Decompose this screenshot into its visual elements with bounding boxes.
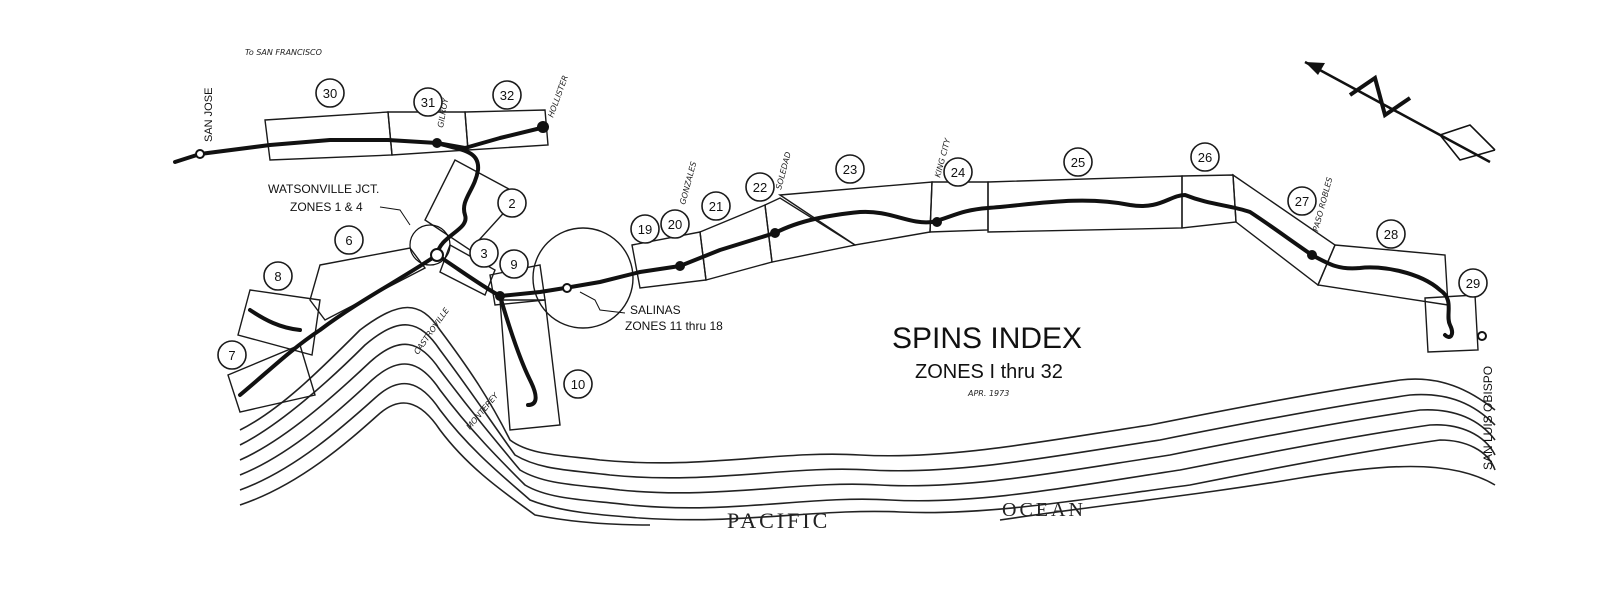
zone-box-28 [1317, 244, 1449, 306]
svg-text:26: 26 [1198, 150, 1212, 165]
zone-marker-21: 21 [701, 191, 731, 221]
svg-text:ZONES 1 & 4: ZONES 1 & 4 [290, 200, 363, 214]
zone-marker-26: 26 [1190, 142, 1220, 172]
label-castroville: CASTROVILLE [412, 305, 451, 356]
zone-marker-8: 8 [263, 261, 293, 291]
zone-box-6 [309, 247, 427, 321]
station-gonzales [675, 261, 685, 271]
zone-marker-2: 2 [497, 188, 527, 218]
map-subtitle: ZONES I thru 32 [915, 361, 1063, 383]
station-san-luis-obispo [1477, 331, 1487, 341]
zone-marker-25: 25 [1063, 147, 1093, 177]
svg-text:8: 8 [274, 269, 281, 284]
zone-marker-29: 29 [1458, 268, 1488, 298]
zone-marker-22: 22 [745, 172, 775, 202]
zone-marker-20: 20 [660, 209, 690, 239]
zone-markers: 30 31 32 2 6 8 7 3 9 10 19 20 21 22 23 2… [217, 78, 1488, 399]
map-title: SPINS INDEX [892, 322, 1082, 355]
zone-marker-9: 9 [499, 249, 529, 279]
svg-text:9: 9 [510, 257, 517, 272]
svg-text:6: 6 [345, 233, 352, 248]
svg-text:31: 31 [421, 95, 435, 110]
zone-box-10 [499, 299, 561, 431]
zone-marker-32: 32 [492, 80, 522, 110]
station-san-jose [195, 149, 205, 159]
station-watsonville-jct [430, 248, 444, 262]
north-arrow-icon: N [1304, 60, 1496, 164]
zone-box-32 [464, 109, 549, 151]
svg-text:2: 2 [508, 196, 515, 211]
svg-text:24: 24 [951, 165, 965, 180]
label-hollister: HOLLISTER [546, 74, 570, 119]
svg-text:30: 30 [323, 86, 337, 101]
svg-text:22: 22 [753, 180, 767, 195]
callout-watsonville: WATSONVILLE JCT. ZONES 1 & 4 [268, 182, 451, 266]
zone-marker-30: 30 [315, 78, 345, 108]
map-date: APR. 1973 [967, 389, 1009, 398]
zone-marker-23: 23 [835, 154, 865, 184]
label-san-luis-obispo: SAN LUIS OBISPO [1481, 366, 1495, 470]
stations [195, 121, 1487, 341]
station-soledad [770, 228, 780, 238]
station-paso-robles [1307, 250, 1317, 260]
station-hollister [537, 121, 549, 133]
svg-text:SALINAS: SALINAS [630, 303, 681, 317]
callout-salinas: SALINAS ZONES 11 thru 18 [579, 291, 723, 333]
svg-text:27: 27 [1295, 194, 1309, 209]
svg-text:23: 23 [843, 162, 857, 177]
zone-marker-27: 27 [1287, 186, 1317, 216]
svg-text:25: 25 [1071, 155, 1085, 170]
zone-marker-28: 28 [1376, 219, 1406, 249]
zone-marker-7: 7 [217, 340, 247, 370]
zone-box-30 [264, 111, 393, 161]
zone-box-29 [1424, 294, 1479, 353]
svg-text:WATSONVILLE JCT.: WATSONVILLE JCT. [268, 182, 379, 196]
salinas-zone-circle [532, 227, 634, 329]
title-block: SPINS INDEX ZONES I thru 32 APR. 1973 [892, 322, 1082, 398]
zone-marker-31: 31 [413, 87, 443, 117]
zone-box-8 [237, 289, 321, 356]
zone-box-7 [227, 344, 316, 413]
station-salinas [562, 283, 572, 293]
station-king-city [932, 217, 942, 227]
label-soledad: SOLEDAD [774, 151, 793, 191]
zone-marker-19: 19 [630, 214, 660, 244]
svg-text:10: 10 [571, 377, 585, 392]
svg-text:PACIFIC: PACIFIC [727, 508, 830, 533]
svg-text:7: 7 [228, 348, 235, 363]
label-san-jose: SAN JOSE [203, 88, 215, 142]
svg-text:28: 28 [1384, 227, 1398, 242]
svg-text:ZONES 11 thru 18: ZONES 11 thru 18 [625, 319, 723, 333]
zone-marker-6: 6 [334, 225, 364, 255]
station-castroville [495, 291, 505, 301]
svg-text:20: 20 [668, 217, 682, 232]
top-note: To SAN FRANCISCO [245, 48, 322, 57]
label-gonzales: GONZALES [678, 161, 698, 206]
coastline-contours [239, 306, 1496, 526]
svg-text:32: 32 [500, 88, 514, 103]
station-gilroy [432, 138, 442, 148]
zone-boxes [227, 109, 1479, 431]
ocean-label: PACIFIC OCEAN [727, 499, 1086, 533]
svg-text:29: 29 [1466, 276, 1480, 291]
svg-text:OCEAN: OCEAN [1002, 499, 1086, 521]
svg-text:3: 3 [480, 246, 487, 261]
svg-text:19: 19 [638, 222, 652, 237]
svg-text:21: 21 [709, 199, 723, 214]
zone-marker-24: 24 [943, 157, 973, 187]
zone-marker-10: 10 [563, 369, 593, 399]
rail-line [173, 125, 1455, 407]
zone-marker-3: 3 [469, 238, 499, 268]
